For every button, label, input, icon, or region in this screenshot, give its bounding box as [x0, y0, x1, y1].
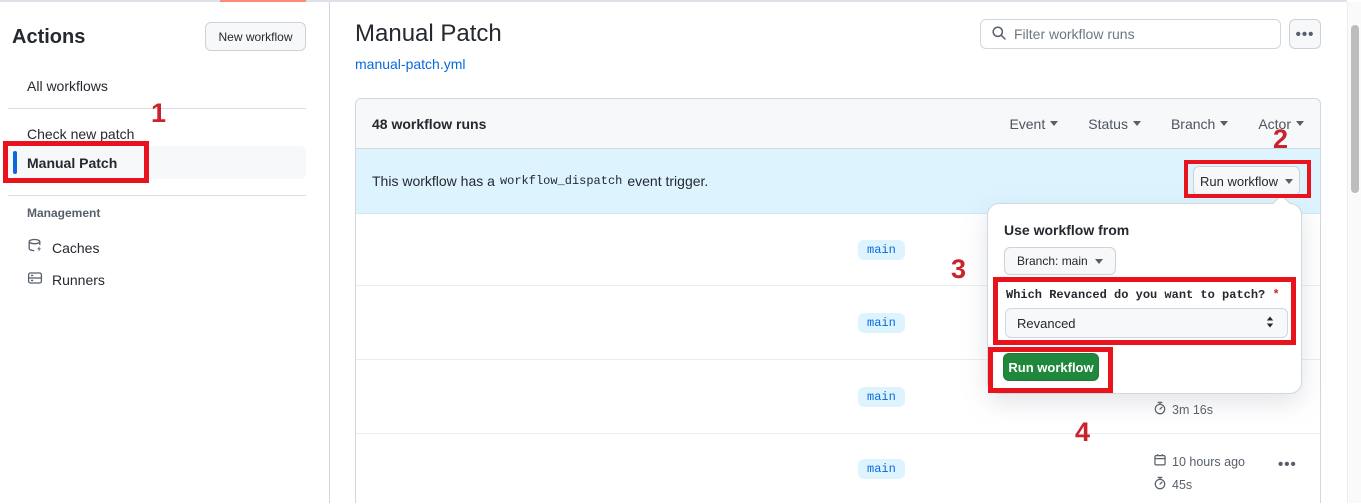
- search-icon: [991, 25, 1007, 44]
- caret-down-icon: [1285, 178, 1294, 184]
- workflow-runs-count: 48 workflow runs: [372, 115, 487, 132]
- header-kebab-button[interactable]: •••: [1289, 19, 1321, 49]
- run-duration: 3m 16s: [1153, 401, 1213, 418]
- caret-down-icon: [1296, 121, 1304, 126]
- workflow-run-row[interactable]: main 10 hours ago 45s •••: [356, 434, 1320, 504]
- workflow-run-row[interactable]: main: [356, 214, 1320, 286]
- filter-workflow-runs-box: [980, 19, 1281, 49]
- row-kebab-button[interactable]: •••: [1278, 456, 1297, 473]
- divider: [8, 195, 306, 196]
- branch-badge[interactable]: main: [858, 459, 905, 479]
- sidebar-title: Actions: [12, 26, 86, 48]
- branch-badge[interactable]: main: [858, 312, 905, 333]
- required-asterisk: *: [1272, 288, 1280, 302]
- sidebar-item-caches[interactable]: Caches: [27, 238, 99, 257]
- runners-icon: [27, 270, 43, 289]
- divider: [8, 108, 306, 109]
- scrollbar-track[interactable]: [1347, 2, 1361, 503]
- run-workflow-panel: Use workflow from Branch: main Which Rev…: [987, 194, 1302, 394]
- branch-badge[interactable]: main: [858, 386, 905, 407]
- filter-event[interactable]: Event: [1009, 116, 1059, 132]
- run-workflow-dropdown-button[interactable]: Run workflow: [1193, 166, 1300, 196]
- workflow-input-label: Which Revanced do you want to patch? *: [1006, 288, 1280, 302]
- workflow-run-row[interactable]: main 3m 16s: [356, 360, 1320, 434]
- sidebar-item-label: Caches: [52, 239, 100, 256]
- annotation-number-2: 2: [1273, 124, 1289, 154]
- select-value: Revanced: [1017, 315, 1076, 331]
- sidebar-item-runners[interactable]: Runners: [27, 270, 105, 289]
- annotation-number-1: 1: [151, 98, 167, 128]
- run-time: 10 hours ago: [1153, 453, 1245, 470]
- stopwatch-icon: [1153, 401, 1167, 418]
- caret-down-icon: [1220, 121, 1229, 126]
- updown-chevrons-icon: [1264, 315, 1276, 332]
- cache-icon: [27, 238, 43, 257]
- banner-text: event trigger.: [627, 173, 709, 189]
- filter-actor[interactable]: Actor: [1258, 116, 1304, 132]
- sidebar-item-manual-patch[interactable]: Manual Patch: [8, 146, 306, 179]
- caret-down-icon: [1050, 121, 1059, 126]
- banner-code: workflow_dispatch: [499, 174, 623, 188]
- caret-down-icon: [1094, 258, 1103, 264]
- workflow-file-link[interactable]: manual-patch.yml: [355, 56, 466, 72]
- filter-status[interactable]: Status: [1088, 116, 1141, 132]
- caret-down-icon: [1132, 121, 1141, 126]
- management-section-header: Management: [27, 206, 101, 220]
- panel-title: Use workflow from: [1004, 222, 1130, 238]
- branch-badge[interactable]: main: [858, 239, 905, 260]
- branch-select-button[interactable]: Branch: main: [1004, 247, 1116, 275]
- revanced-select[interactable]: Revanced: [1005, 308, 1288, 338]
- annotation-number-3: 3: [951, 254, 967, 284]
- calendar-icon: [1153, 453, 1167, 470]
- run-duration: 45s: [1153, 476, 1192, 493]
- search-input[interactable]: [1014, 26, 1270, 42]
- run-workflow-submit-button[interactable]: Run workflow: [1003, 353, 1099, 381]
- sidebar-item-label: Manual Patch: [27, 154, 118, 171]
- workflow-run-row[interactable]: main: [356, 286, 1320, 360]
- scrollbar-thumb[interactable]: [1351, 25, 1359, 193]
- sidebar-item-check-new-patch[interactable]: Check new patch: [27, 126, 135, 142]
- actions-sidebar: Actions New workflow All workflows Check…: [0, 2, 330, 503]
- banner-text: This workflow has a: [372, 173, 495, 189]
- runs-filters: Event Status Branch Actor: [1009, 116, 1304, 132]
- top-border: [0, 0, 1347, 2]
- new-workflow-button[interactable]: New workflow: [205, 22, 306, 51]
- stopwatch-icon: [1153, 476, 1167, 493]
- selected-accent-bar: [13, 151, 17, 174]
- sidebar-item-label: Runners: [52, 271, 105, 288]
- sidebar-item-all-workflows[interactable]: All workflows: [27, 78, 108, 94]
- page-title: Manual Patch: [355, 20, 502, 47]
- runs-card-header: 48 workflow runs Event Status Branch Act…: [356, 99, 1320, 149]
- filter-branch[interactable]: Branch: [1171, 116, 1229, 132]
- annotation-number-4: 4: [1075, 417, 1091, 447]
